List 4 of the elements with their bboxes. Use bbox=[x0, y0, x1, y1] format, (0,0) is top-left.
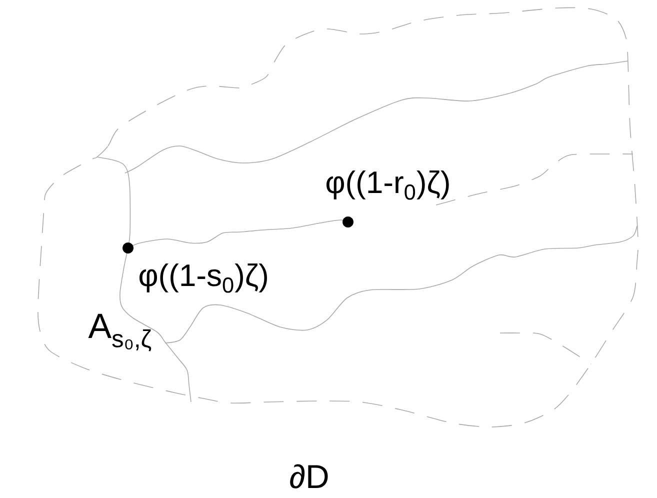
set-label: A$_{s₀,ζ}$ bbox=[88, 314, 152, 352]
point-label: φ((1-r$_{0}$)ζ) bbox=[326, 170, 449, 200]
point-label: φ((1-s$_{0}$)ζ) bbox=[140, 264, 267, 293]
boundary-label: ∂D bbox=[290, 464, 328, 488]
